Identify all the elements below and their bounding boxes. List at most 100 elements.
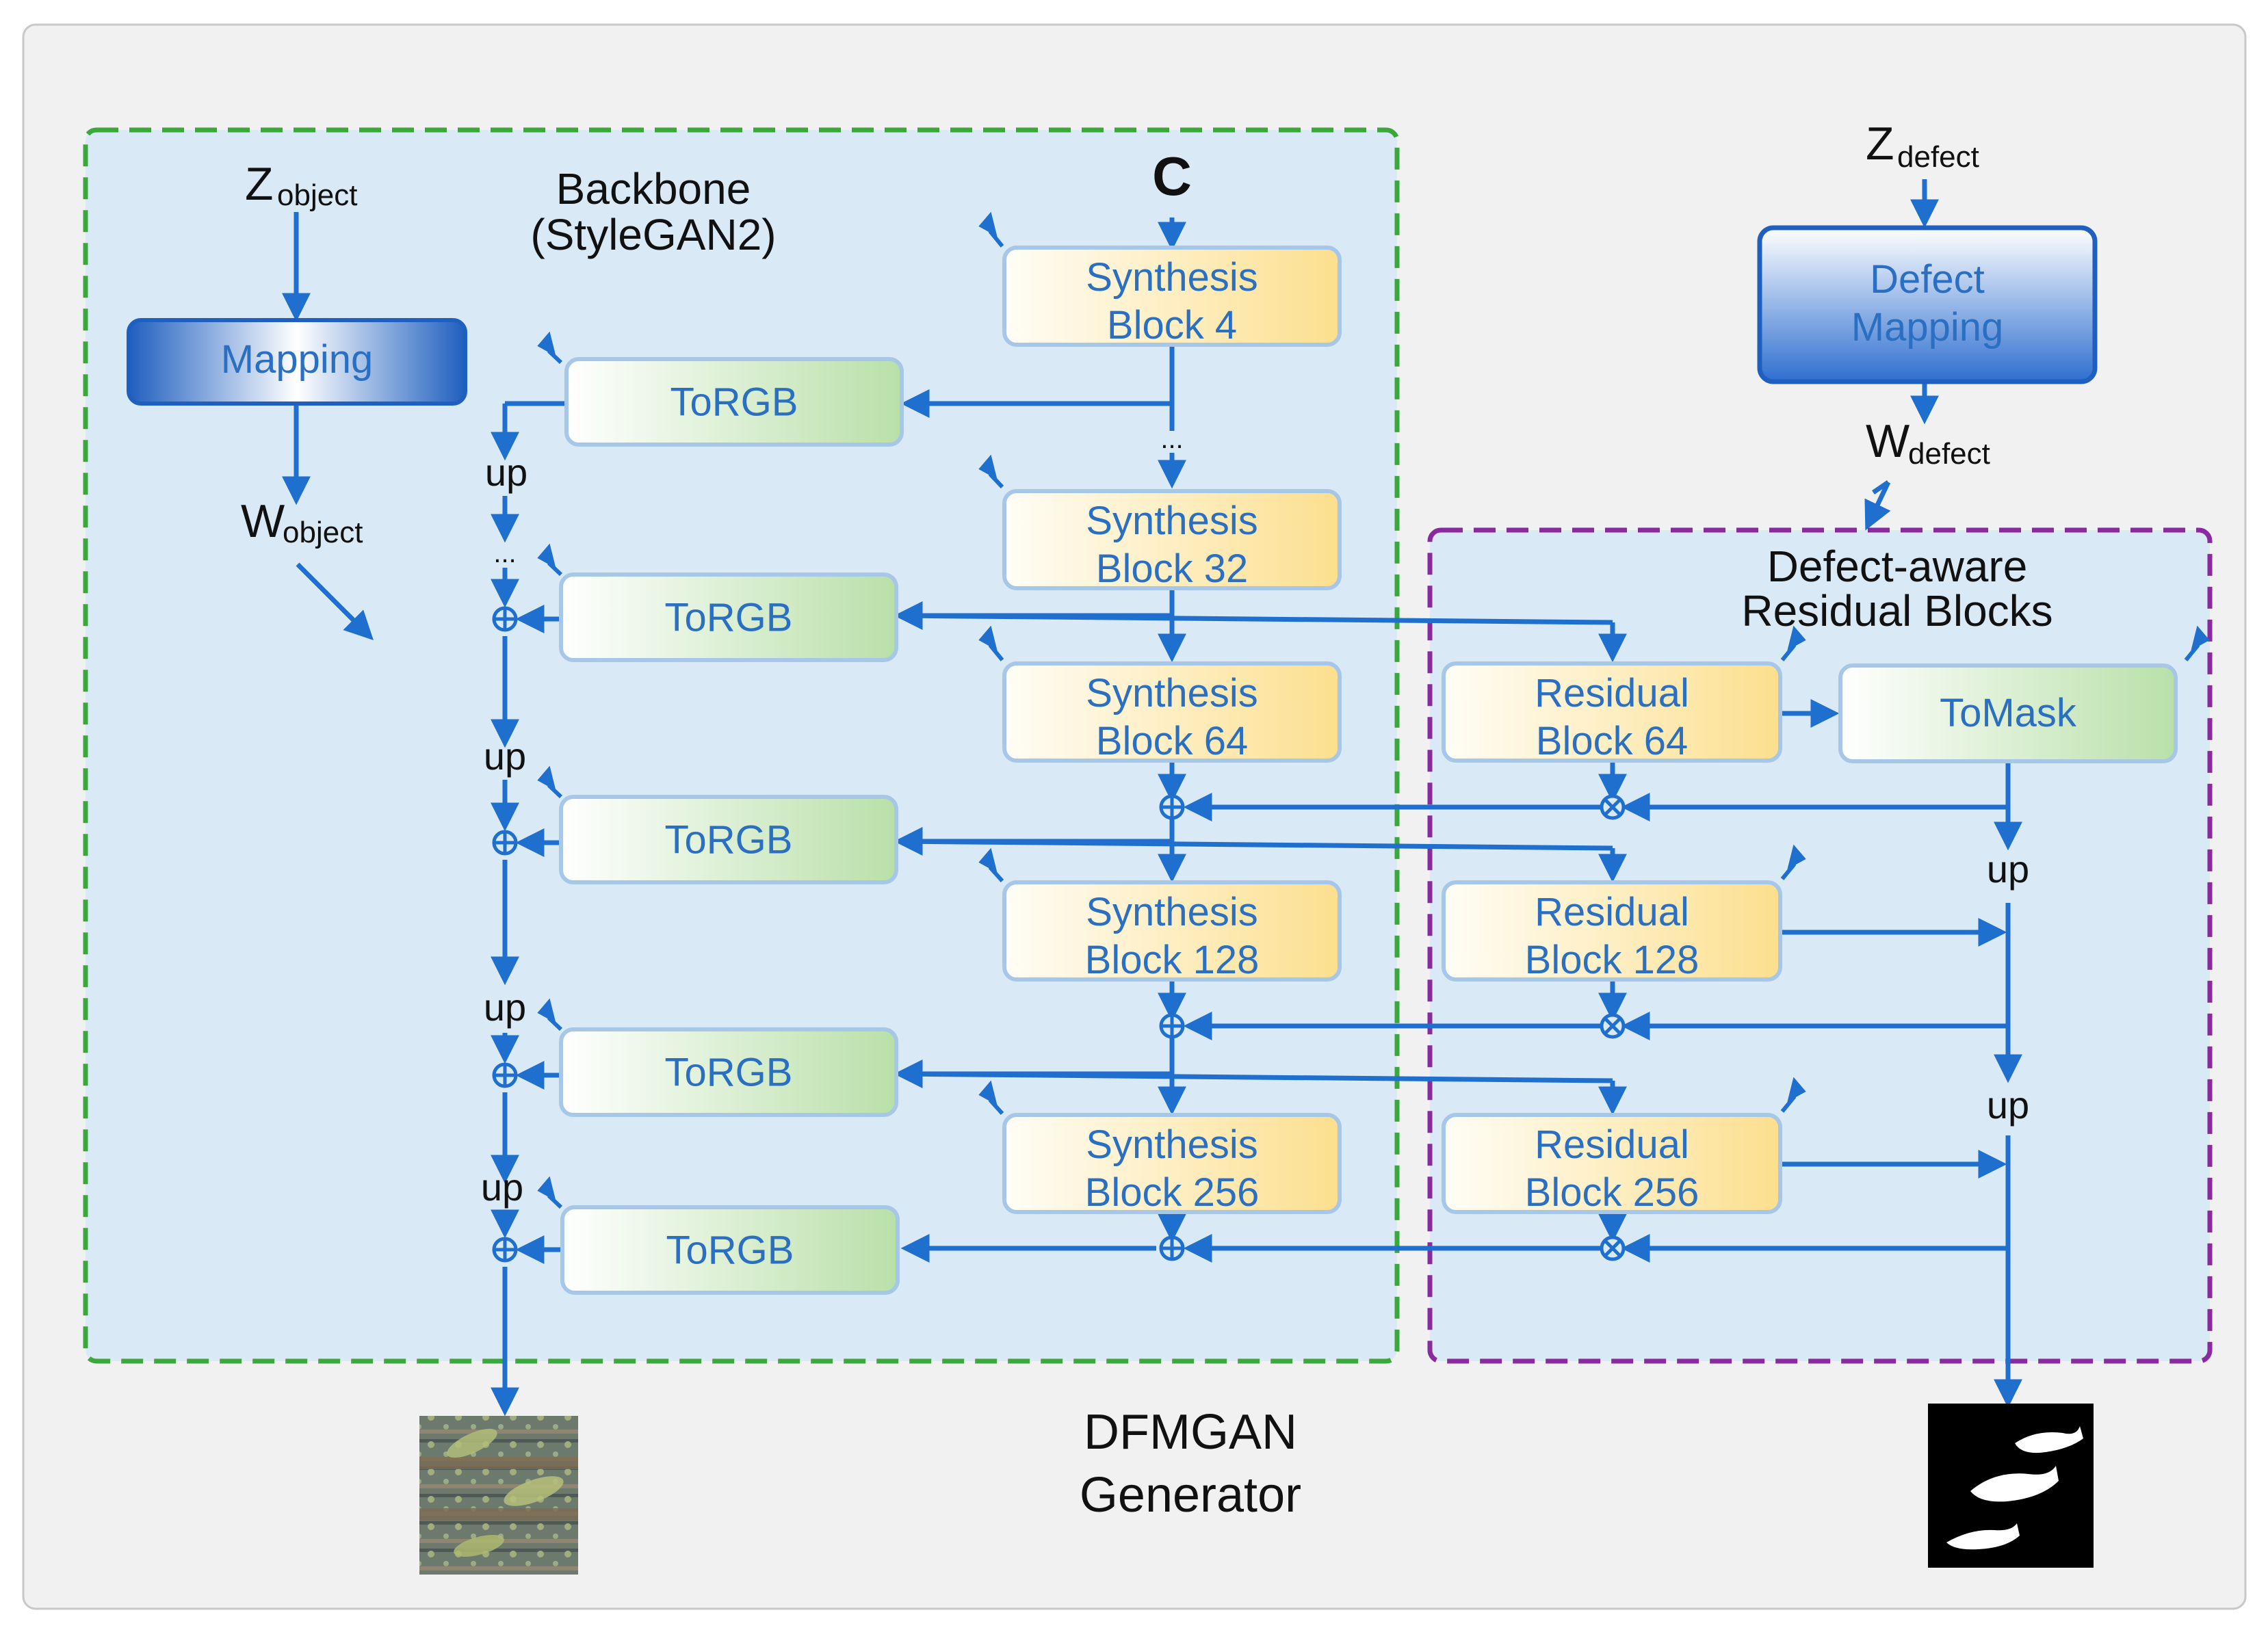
oplus-icon [1159,1235,1185,1261]
w-object-sub: object [283,516,363,549]
operators [492,606,1626,1263]
up-label-left-1: up [485,451,527,494]
w-defect-main: W [1866,415,1909,467]
z-object-main: Z [245,158,274,210]
style-tick [2191,625,2210,650]
style-tick [537,543,556,568]
synthesis-block-4-line2: Block 128 [1085,938,1260,982]
style-tick [537,765,556,791]
synthesis-block-2-line2: Block 32 [1096,547,1248,591]
w-object-main: W [241,495,285,547]
synthesis-block-3-line2: Block 64 [1096,719,1248,763]
edge-wdefect-diag2 [1864,481,1891,531]
oplus-icon [492,1062,518,1088]
tomask-label: ToMask [1940,691,2077,735]
style-tick [537,331,556,356]
oplus-icon [492,606,518,632]
w-defect-sub: defect [1908,437,1990,471]
labels: Backbone (StyleGAN2) Z object W object C… [241,118,2053,1523]
torgb-block-2-label: ToRGB [665,596,793,640]
edge-syn128-res256-h [896,1071,1613,1083]
otimes-icon [1600,794,1626,820]
style-tick [978,625,998,650]
style-tick [978,454,998,479]
z-defect-sub: defect [1897,140,1979,174]
residual-block-3-line2: Block 256 [1525,1170,1699,1215]
synthesis-block-4-line1: Synthesis [1086,890,1257,934]
ellipsis-left: ... [493,538,516,568]
synthesis-block-2-line1: Synthesis [1086,499,1257,543]
torgb-block-2: ToRGB [559,572,898,662]
torgb-block-4-label: ToRGB [665,1051,793,1095]
backbone-title-line2: (StyleGAN2) [530,210,776,259]
torgb-block-1-label: ToRGB [670,380,798,425]
style-tick [978,211,998,237]
otimes-icon [1600,1013,1626,1039]
defect-mapping-line2: Mapping [1851,305,2003,350]
oplus-icon [1159,794,1185,820]
defect-mapping-node: Defect Mapping [1757,225,2098,384]
mapping-label: Mapping [221,337,373,382]
style-tick [537,998,556,1023]
otimes-icon [1600,1235,1626,1261]
torgb-block-3: ToRGB [559,795,898,884]
residual-block-1-line1: Residual [1535,671,1689,715]
torgb-block-1: ToRGB [564,357,904,447]
oplus-icon [1159,1013,1185,1039]
edge-syn32-res64-h [896,613,1613,625]
residual-block-1-line2: Block 64 [1536,719,1688,763]
figure-title-line2: Generator [1080,1468,1301,1523]
defect-section-title-line2: Residual Blocks [1741,586,2052,635]
style-tick [537,1176,556,1201]
defect-mask-thumbnail [1928,1404,2094,1568]
style-tick [1787,1077,1806,1102]
figure-title-line1: DFMGAN [1084,1405,1297,1460]
tomask-node: ToMask [1838,663,2178,763]
residual-block-2-line2: Block 128 [1525,938,1699,982]
up-label-right-2: up [1987,1083,2029,1127]
generated-image-thumbnail [419,1416,578,1575]
edge-wobject-diag [296,562,374,640]
synthesis-block-3-line1: Synthesis [1086,671,1257,715]
up-label-left-3: up [484,986,526,1029]
style-tick [1787,625,1806,650]
residual-block-3-line1: Residual [1535,1122,1689,1167]
torgb-block-4: ToRGB [559,1027,898,1117]
up-label-left-2: up [484,735,526,778]
backbone-panel [83,127,1400,1364]
synthesis-block-1-line1: Synthesis [1086,255,1257,300]
mapping-node: Mapping [127,318,467,406]
up-label-right-1: up [1987,847,2029,891]
oplus-icon [492,1237,518,1263]
synthesis-block-5-line1: Synthesis [1086,1122,1257,1167]
oplus-icon [492,830,518,856]
const-c-label: C [1152,146,1192,207]
ellipsis-center: ... [1160,424,1183,454]
style-tick [1787,844,1806,869]
edges [282,179,2022,1417]
defect-section-title-line1: Defect-aware [1767,542,2028,591]
synthesis-block-5-line2: Block 256 [1085,1170,1260,1215]
torgb-block-3-label: ToRGB [665,818,793,863]
synthesis-block-1-line2: Block 4 [1107,303,1237,347]
style-tick [978,1080,998,1105]
residual-block-2-line1: Residual [1535,890,1689,934]
z-object-sub: object [277,179,357,212]
style-ticks [537,211,2210,1209]
backbone-title-line1: Backbone [556,164,751,213]
defect-mapping-line1: Defect [1870,257,1985,302]
up-label-left-4: up [481,1166,523,1209]
z-defect-main: Z [1866,118,1894,170]
